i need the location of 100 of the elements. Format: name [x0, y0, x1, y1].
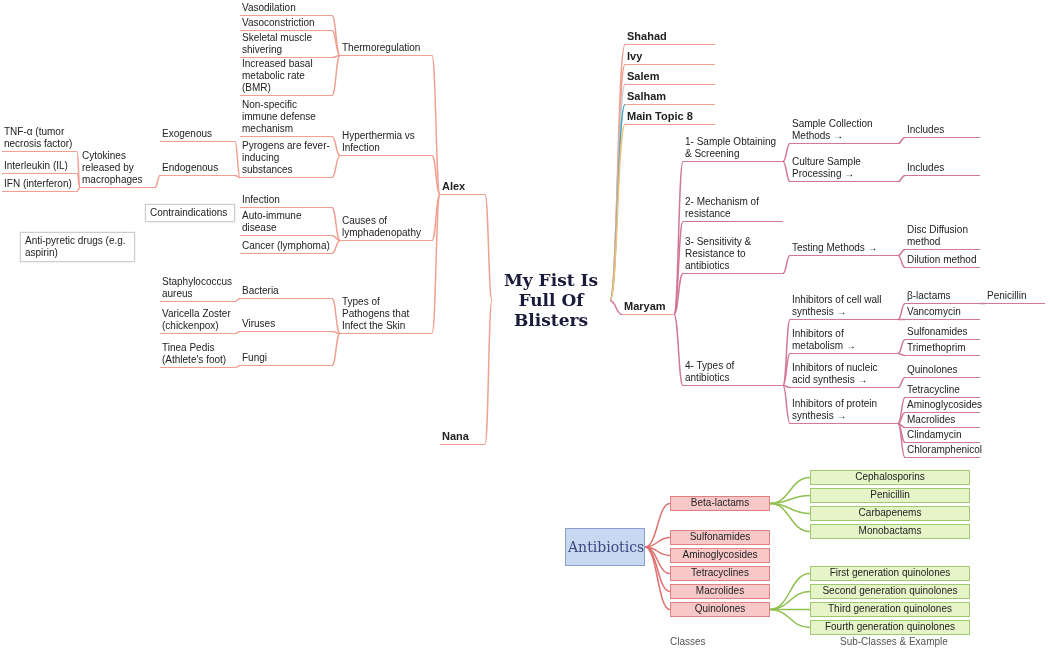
- branch-line: [897, 174, 906, 183]
- class-box: Aminoglycosides: [670, 548, 770, 563]
- branch-label: Penicillin: [985, 290, 1045, 304]
- branch-line: [331, 206, 341, 242]
- branch-label: TNF-α (tumor necrosis factor): [2, 126, 77, 152]
- branch-line: [644, 502, 671, 548]
- subclass-box: Second generation quinolones: [810, 584, 970, 599]
- branch-line: [331, 234, 341, 242]
- branch-label: Sample Collection Methods →: [790, 118, 898, 144]
- branch-label: Thermoregulation: [340, 42, 432, 56]
- branch-label: Includes: [905, 162, 980, 176]
- branch-label: Auto-immune disease: [240, 210, 332, 236]
- branch-line: [979, 302, 986, 305]
- branch-label: Inhibitors of metabolism →: [790, 328, 898, 354]
- branch-line: [431, 154, 441, 196]
- branch-label: IFN (interferon): [2, 178, 77, 192]
- branch-label: Varicella Zoster (chickenpox): [160, 308, 235, 334]
- branch-line: [897, 422, 906, 429]
- branch-label: Testing Methods →: [790, 242, 898, 256]
- branch-label: Chloramphenicol: [905, 444, 980, 458]
- branch-line: [897, 422, 906, 459]
- branch-label: Salem: [625, 70, 715, 85]
- branch-label: Exogenous: [160, 128, 235, 142]
- subclass-box: Fourth generation quinolones: [810, 620, 970, 635]
- branch-line: [897, 136, 906, 145]
- branch-line: [897, 338, 906, 355]
- branch-label: Tetracycline: [905, 384, 980, 398]
- branch-line: [234, 364, 241, 369]
- branch-line: [782, 318, 791, 387]
- branch-line: [897, 254, 906, 269]
- branch-line: [609, 299, 623, 316]
- branch-label: 1- Sample Obtaining & Screening: [683, 136, 783, 162]
- branch-label: Maryam: [622, 300, 674, 315]
- branch-line: [673, 220, 684, 316]
- branch-label: Viruses: [240, 318, 332, 332]
- branch-line: [331, 29, 341, 57]
- branch-label: Includes: [905, 124, 980, 138]
- branch-line: [782, 384, 791, 389]
- branch-line: [782, 160, 791, 183]
- branch-label: Interleukin (IL): [2, 160, 77, 174]
- branch-line: [331, 297, 341, 335]
- branch-line: [154, 174, 161, 189]
- branch-line: [234, 330, 241, 335]
- branch-label: Inhibitors of cell wall synthesis →: [790, 294, 898, 320]
- subclass-box: Cephalosporins: [810, 470, 970, 485]
- branch-line: [644, 546, 671, 611]
- branch-line: [897, 352, 906, 357]
- branch-label: Aminoglycosides: [905, 399, 980, 413]
- subclass-box: Penicillin: [810, 488, 970, 503]
- branch-label: Vasoconstriction: [240, 17, 332, 31]
- class-box: Sulfonamides: [670, 530, 770, 545]
- branch-line: [897, 376, 906, 389]
- branch-label: Tinea Pedis (Athlete's foot): [160, 342, 235, 368]
- branch-label: Disc Diffusion method: [905, 224, 980, 250]
- branch-line: [331, 330, 341, 335]
- branch-line: [484, 299, 493, 446]
- branch-line: [76, 186, 81, 193]
- branch-line: [897, 411, 906, 425]
- branch-label: Nana: [440, 430, 485, 445]
- branch-line: [234, 297, 241, 303]
- branch-line: [897, 422, 906, 444]
- branch-label: Dilution method: [905, 254, 980, 268]
- branch-label: Quinolones: [905, 364, 980, 378]
- branch-line: [431, 193, 441, 242]
- branch-label: Causes of lymphadenopathy: [340, 215, 432, 241]
- subclass-box: Carbapenems: [810, 506, 970, 521]
- branch-label: Hyperthermia vs Infection: [340, 130, 432, 156]
- branch-label: Increased basal metabolic rate (BMR): [240, 58, 332, 96]
- branch-line: [484, 193, 493, 302]
- branch-label: Culture Sample Processing →: [790, 156, 898, 182]
- branch-line: [76, 172, 81, 189]
- branch-line: [782, 352, 791, 387]
- branch-line: [234, 140, 241, 179]
- branch-label: Alex: [440, 180, 485, 195]
- branch-label: Bacteria: [240, 285, 332, 299]
- column-heading: Classes: [670, 636, 706, 647]
- branch-label: Shahad: [625, 30, 715, 45]
- branch-label: Endogenous: [160, 162, 235, 176]
- branch-label: Cytokines released by macrophages: [80, 150, 155, 188]
- central-topic: My Fist Is Full Of Blisters: [492, 270, 610, 331]
- branch-label: Skeletal muscle shivering: [240, 32, 332, 58]
- branch-label: Trimethoprim: [905, 342, 980, 356]
- branch-line: [673, 313, 684, 387]
- category-box: Antibiotics: [565, 528, 645, 566]
- branch-line: [897, 318, 906, 321]
- branch-label: Fungi: [240, 352, 332, 366]
- branch-label: 3- Sensitivity & Resistance to antibiotics: [683, 236, 783, 274]
- branch-line: [769, 590, 811, 611]
- branch-line: [234, 174, 241, 179]
- branch-line: [331, 135, 341, 157]
- branch-line: [673, 272, 684, 316]
- branch-label: Pyrogens are fever-inducing substances: [240, 140, 332, 178]
- column-heading: Sub-Classes & Example: [840, 636, 948, 647]
- branch-label: 4- Types of antibiotics: [683, 360, 783, 386]
- branch-line: [331, 332, 341, 367]
- branch-label: Vancomycin: [905, 306, 980, 320]
- subclass-box: Monobactams: [810, 524, 970, 539]
- branch-label: Clindamycin: [905, 429, 980, 443]
- branch-label: Sulfonamides: [905, 326, 980, 340]
- branch-label: Cancer (lymphoma): [240, 240, 332, 254]
